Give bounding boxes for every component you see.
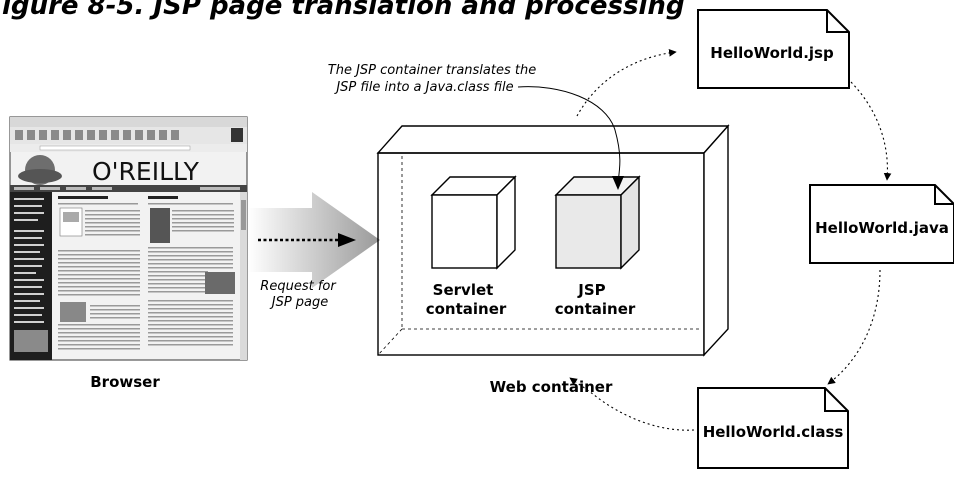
request-arrow-head xyxy=(338,233,356,247)
flow-arrow-to-jsp-file xyxy=(576,49,677,117)
servlet-container-cube xyxy=(430,175,517,270)
browser-label: Browser xyxy=(90,373,160,391)
flow-arrow-class-to-container xyxy=(569,377,695,431)
request-label-line2: JSP page xyxy=(269,295,329,310)
annotation-leader-arrowhead xyxy=(612,176,624,190)
request-label-line1: Request for xyxy=(260,279,337,294)
file-name-java: HelloWorld.java xyxy=(815,219,949,237)
file-name-jsp: HelloWorld.jsp xyxy=(710,44,834,62)
browser-screenshot: O'REILLY xyxy=(9,116,248,361)
figure-heading: igure 8-5. JSP page translation and proc… xyxy=(2,0,684,21)
file-doc-class xyxy=(697,387,849,469)
servlet-container-label-line1: Servlet xyxy=(433,281,494,299)
jsp-container-label-line2: container xyxy=(555,300,636,318)
web-container-box xyxy=(376,124,730,357)
annotation-leader-line xyxy=(517,86,621,183)
file-doc-java xyxy=(809,184,954,264)
annotation-line1: The JSP container translates the xyxy=(328,63,536,78)
jsp-container-label-line1: JSP xyxy=(577,281,605,299)
file-doc-jsp xyxy=(697,9,850,89)
flow-arrow-java-to-class xyxy=(827,269,881,385)
web-container-label: Web container xyxy=(490,378,613,396)
file-name-class: HelloWorld.class xyxy=(703,423,844,441)
annotation-line2: JSP file into a Java.class file xyxy=(333,80,513,95)
oreilly-logo: O'REILLY xyxy=(92,157,200,186)
flow-arrow-jsp-to-java xyxy=(850,81,892,181)
jsp-container-cube xyxy=(554,175,641,270)
servlet-container-label-line2: container xyxy=(426,300,507,318)
